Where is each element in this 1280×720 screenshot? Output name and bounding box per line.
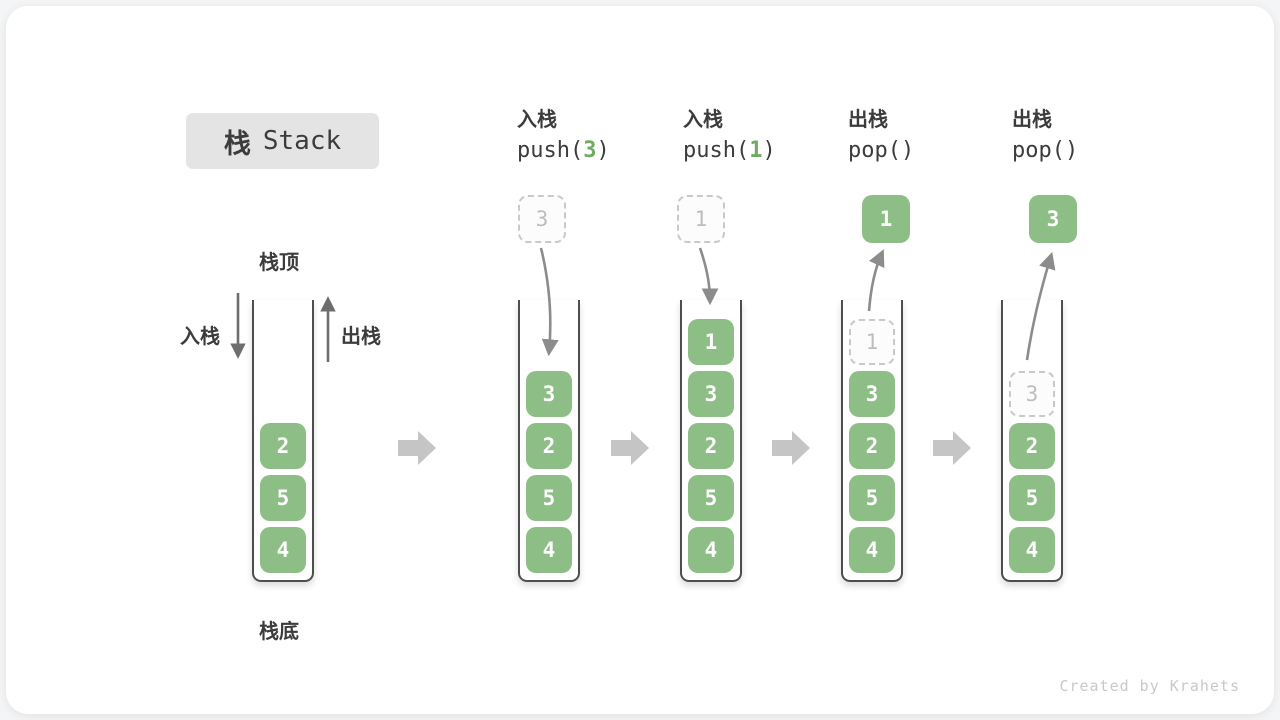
- floating-element-dashed: 1: [677, 195, 725, 243]
- stack-item: 4: [260, 527, 306, 573]
- stack-after-pop-3: 3 2 5 4: [1001, 300, 1063, 582]
- watermark: Created by Krahets: [1059, 677, 1240, 695]
- stack-item: 5: [526, 475, 572, 521]
- stack-item: 5: [260, 475, 306, 521]
- operation-name: 出栈: [1012, 109, 1052, 131]
- stack-bottom-label: 栈底: [259, 621, 299, 643]
- stack-item: 2: [526, 423, 572, 469]
- diagram-title: 栈 Stack: [186, 113, 379, 169]
- operation-label-push-1: 入栈 push(1): [683, 107, 833, 169]
- stack-after-push-3: 3 2 5 4: [518, 300, 580, 582]
- stack-top-label: 栈顶: [259, 252, 299, 274]
- stack-item: 2: [260, 423, 306, 469]
- floating-element-popped: 3: [1029, 195, 1077, 243]
- operation-label-pop-2: 出栈 pop(): [1012, 107, 1162, 169]
- title-zh: 栈: [223, 128, 251, 159]
- stack-item: 3: [526, 371, 572, 417]
- floating-element-dashed: 3: [518, 195, 566, 243]
- floating-element-popped: 1: [862, 195, 910, 243]
- operation-code: push(3): [517, 138, 610, 163]
- title-en: Stack: [262, 126, 342, 156]
- stack-item: 4: [526, 527, 572, 573]
- operation-code: pop(): [1012, 138, 1079, 163]
- stack-initial: 2 5 4: [252, 300, 314, 582]
- stack-after-push-1: 1 3 2 5 4: [680, 300, 742, 582]
- operation-label-pop-1: 出栈 pop(): [848, 107, 998, 169]
- stack-item: 5: [1009, 475, 1055, 521]
- stack-item: 2: [1009, 423, 1055, 469]
- stack-item: 2: [688, 423, 734, 469]
- operation-label-push-3: 入栈 push(3): [517, 107, 667, 169]
- operation-name: 入栈: [683, 109, 723, 131]
- stack-item: 3: [688, 371, 734, 417]
- stack-item: 5: [849, 475, 895, 521]
- pop-side-label: 出栈: [341, 326, 381, 348]
- stack-item: 1: [688, 319, 734, 365]
- stack-item-ghost: 1: [849, 319, 895, 365]
- stack-item: 4: [1009, 527, 1055, 573]
- stack-item: 2: [849, 423, 895, 469]
- stack-item: 4: [849, 527, 895, 573]
- push-side-label: 入栈: [180, 326, 220, 348]
- operation-name: 入栈: [517, 109, 557, 131]
- operation-code: pop(): [848, 138, 915, 163]
- stack-item: 5: [688, 475, 734, 521]
- operation-name: 出栈: [848, 109, 888, 131]
- stack-after-pop-1: 1 3 2 5 4: [841, 300, 903, 582]
- stack-item: 4: [688, 527, 734, 573]
- stack-item: 3: [849, 371, 895, 417]
- stack-item-ghost: 3: [1009, 371, 1055, 417]
- operation-code: push(1): [683, 138, 776, 163]
